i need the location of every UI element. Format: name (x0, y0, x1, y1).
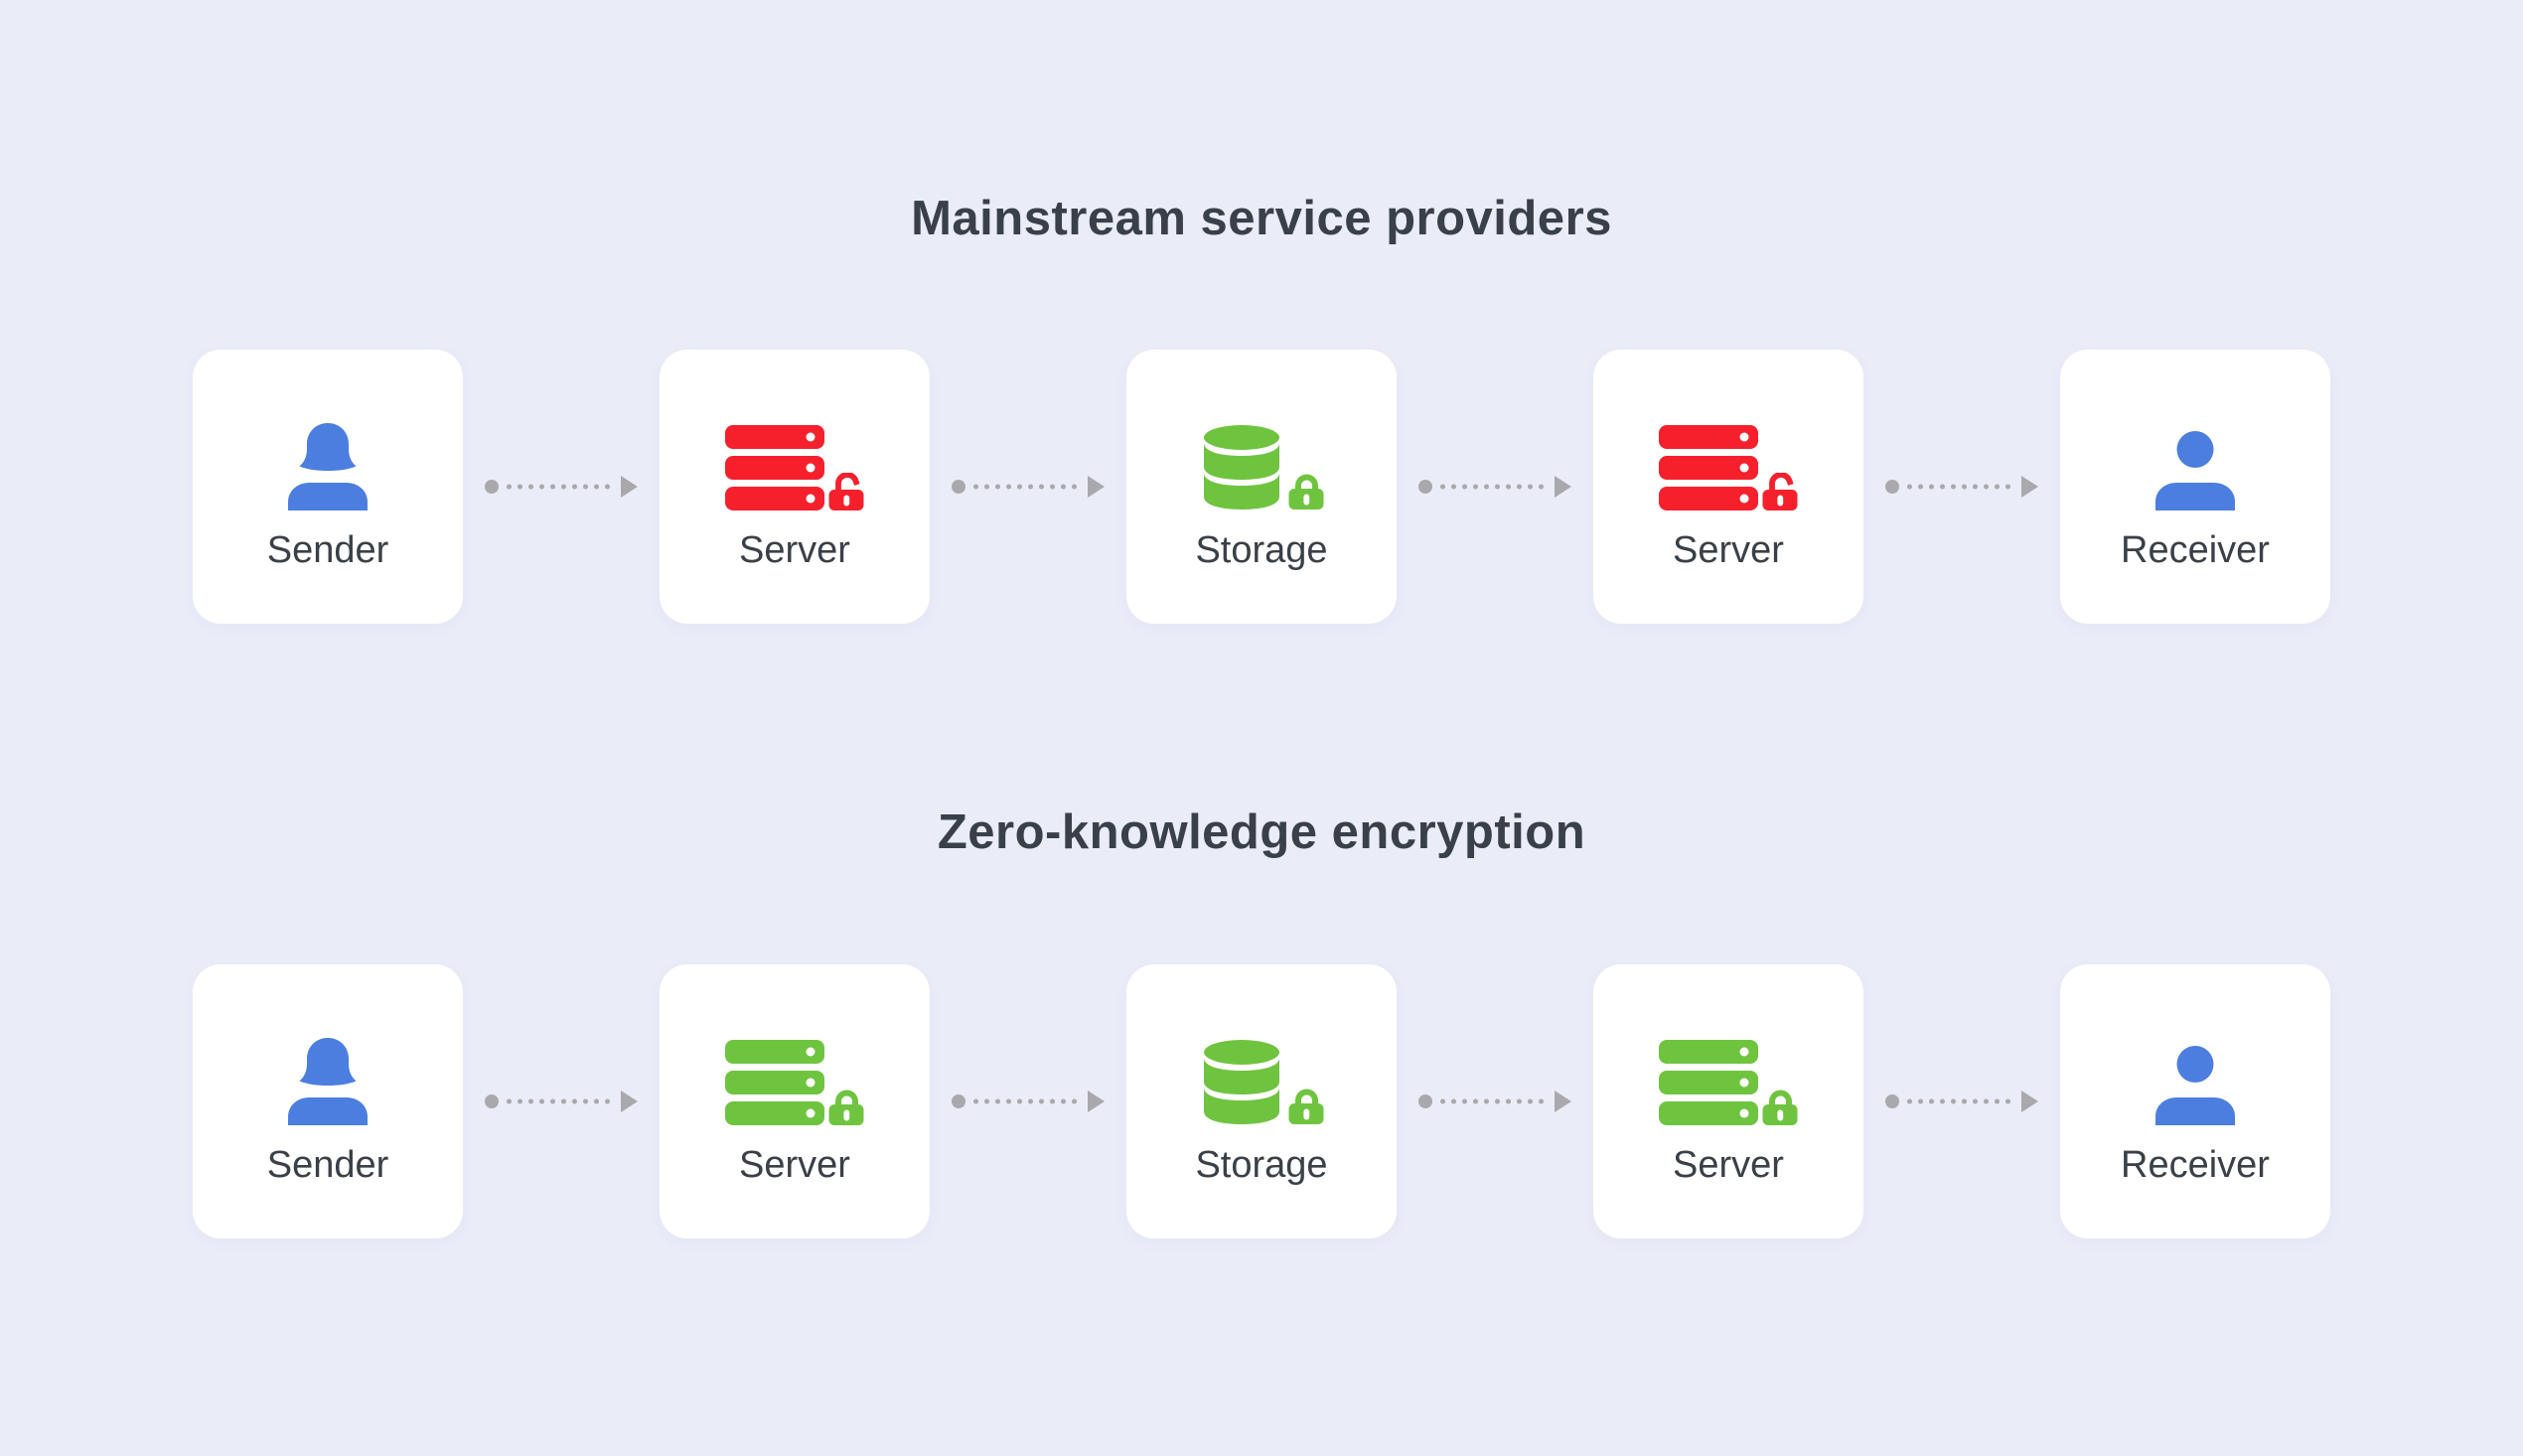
arrowhead-icon (1555, 476, 1571, 498)
card-receiver: Receiver (2060, 964, 2330, 1238)
flow-connector (930, 1091, 1126, 1112)
flow-connector (463, 476, 660, 498)
flow-connector (930, 476, 1126, 498)
connector-dotted-line (970, 1098, 1083, 1104)
node-label: Server (1673, 529, 1784, 571)
node-label: Sender (266, 529, 389, 571)
server-icon (725, 425, 864, 510)
flow-row-mainstream: Sender Server (193, 350, 2330, 624)
person-male-icon (2146, 1046, 2245, 1125)
connector-dotted-line (1904, 484, 2016, 490)
lock-open-icon (1763, 475, 1798, 510)
flow-connector (1397, 476, 1593, 498)
lock-closed-icon (829, 1093, 864, 1125)
arrowhead-icon (1088, 476, 1105, 498)
connector-start-dot (1418, 1094, 1432, 1108)
flow-connector (1397, 1091, 1593, 1112)
arrowhead-icon (621, 1091, 638, 1112)
connector-dotted-line (504, 1098, 616, 1104)
flow-connector (1863, 476, 2060, 498)
connector-start-dot (1418, 480, 1432, 494)
server-icon (1659, 425, 1798, 510)
card-sender: Sender (193, 964, 463, 1238)
node-label: Storage (1195, 529, 1328, 571)
arrowhead-icon (1088, 1091, 1105, 1112)
node-label: Sender (266, 1144, 389, 1186)
person-female-icon (278, 423, 377, 510)
person-female-icon (278, 1038, 377, 1125)
card-receiver: Receiver (2060, 350, 2330, 624)
node-label: Receiver (2121, 529, 2270, 571)
connector-start-dot (952, 1094, 965, 1108)
connector-start-dot (952, 480, 965, 494)
connector-dotted-line (504, 484, 616, 490)
connector-dotted-line (1904, 1098, 2016, 1104)
flow-connector (463, 1091, 660, 1112)
server-icon (1659, 1040, 1798, 1125)
node-label: Server (1673, 1144, 1784, 1186)
connector-start-dot (485, 480, 499, 494)
node-label: Server (739, 529, 850, 571)
lock-closed-icon (1289, 478, 1324, 510)
connector-start-dot (1885, 1094, 1899, 1108)
card-server: Server (660, 964, 930, 1238)
database-icon (1199, 1040, 1324, 1125)
card-storage: Storage (1126, 964, 1397, 1238)
card-sender: Sender (193, 350, 463, 624)
node-label: Server (739, 1144, 850, 1186)
person-male-icon (2146, 431, 2245, 510)
arrowhead-icon (621, 476, 638, 498)
node-label: Storage (1195, 1144, 1328, 1186)
server-icon (725, 1040, 864, 1125)
connector-start-dot (485, 1094, 499, 1108)
section-title-mainstream: Mainstream service providers (911, 192, 1612, 245)
card-storage: Storage (1126, 350, 1397, 624)
connector-dotted-line (1437, 1098, 1550, 1104)
connector-dotted-line (970, 484, 1083, 490)
arrowhead-icon (2021, 476, 2038, 498)
lock-closed-icon (1763, 1093, 1798, 1125)
flow-connector (1863, 1091, 2060, 1112)
node-label: Receiver (2121, 1144, 2270, 1186)
card-server: Server (1593, 964, 1863, 1238)
section-title-zero-knowledge: Zero-knowledge encryption (937, 805, 1586, 859)
card-server: Server (1593, 350, 1863, 624)
arrowhead-icon (2021, 1091, 2038, 1112)
arrowhead-icon (1555, 1091, 1571, 1112)
card-server: Server (660, 350, 930, 624)
lock-closed-icon (1289, 1092, 1324, 1124)
lock-open-icon (829, 475, 864, 510)
database-icon (1199, 425, 1324, 510)
flow-row-zero-knowledge: Sender Server (193, 964, 2330, 1238)
connector-start-dot (1885, 480, 1899, 494)
connector-dotted-line (1437, 484, 1550, 490)
